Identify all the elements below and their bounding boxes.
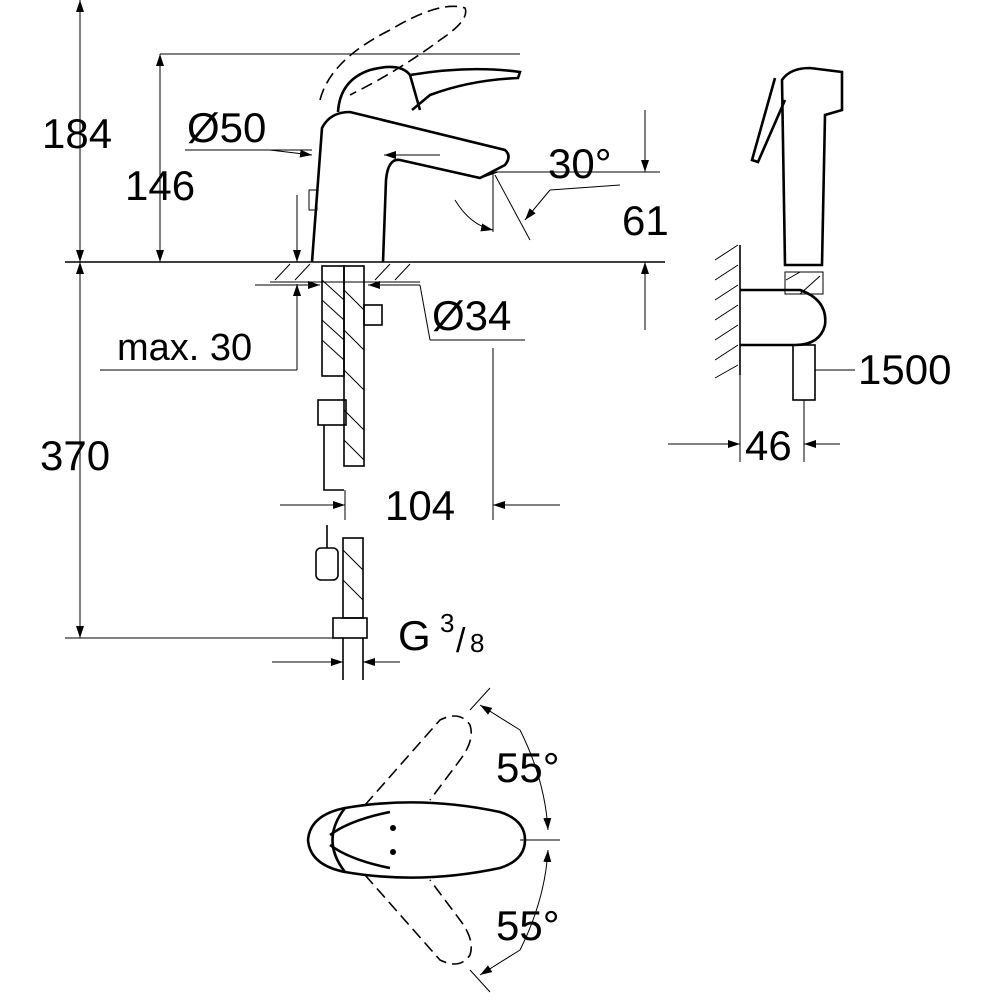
svg-text:/: /	[456, 622, 466, 660]
dimension-lever-angle-up: 55°	[469, 687, 560, 831]
deck-reference-line	[65, 261, 665, 283]
label-146: 146	[125, 162, 195, 209]
dimension-146: 146	[125, 53, 520, 262]
dimension-370: 370	[40, 262, 345, 639]
label-thread-g: G	[398, 612, 431, 659]
dimension-diameter-50: Ø50	[185, 104, 440, 159]
label-diameter-50: Ø50	[187, 104, 266, 151]
faucet-top-view	[306, 715, 560, 965]
dimension-61: 61	[497, 110, 669, 330]
dimension-lever-angle-down: 55°	[469, 849, 560, 993]
supply-hoses	[315, 265, 383, 680]
hand-shower-view	[714, 66, 844, 401]
label-46: 46	[745, 422, 792, 469]
label-30-degrees: 30°	[548, 140, 612, 187]
dimension-184: 184	[42, 0, 112, 262]
label-thread-denominator: 8	[470, 628, 484, 658]
label-max-30: max. 30	[117, 327, 252, 369]
label-thread-numerator: 3	[440, 608, 454, 638]
label-55-degrees-up: 55°	[496, 744, 560, 791]
dimension-diameter-34: Ø34	[255, 281, 525, 341]
faucet-side-view	[308, 5, 522, 263]
label-370: 370	[40, 432, 110, 479]
dimension-max-30: max. 30	[100, 195, 301, 371]
dimension-104: 104	[280, 348, 560, 529]
dimension-1500: 1500	[815, 346, 951, 393]
label-184: 184	[42, 110, 112, 157]
label-61: 61	[622, 197, 669, 244]
dimension-30-degrees: 30°	[454, 140, 621, 241]
dimension-thread: G 3 / 8	[272, 608, 484, 666]
label-1500: 1500	[858, 346, 951, 393]
label-55-degrees-down: 55°	[496, 902, 560, 949]
label-diameter-34: Ø34	[432, 292, 511, 339]
label-104: 104	[385, 482, 455, 529]
dimension-46: 46	[668, 375, 840, 469]
